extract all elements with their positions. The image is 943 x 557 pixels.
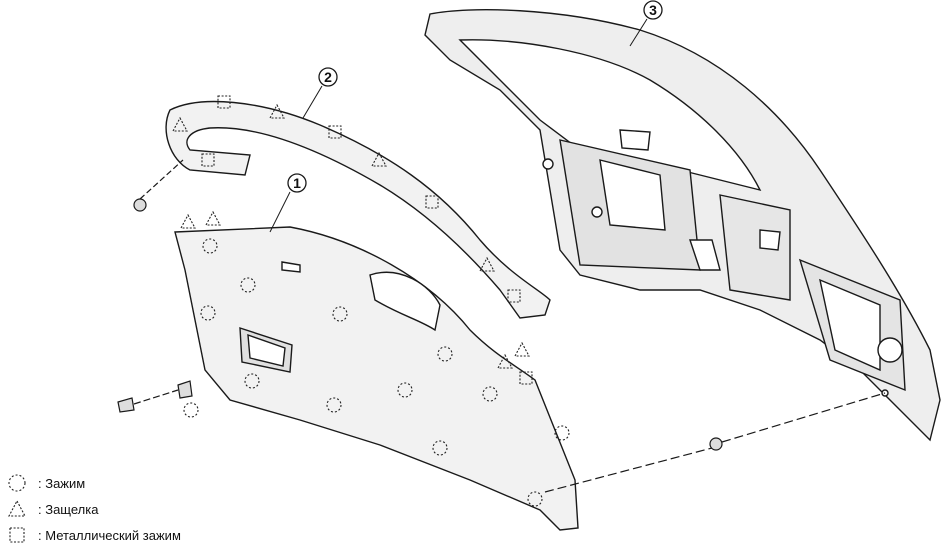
legend-label-metal-clip: : Металлический зажим — [38, 527, 181, 543]
clip-icon — [554, 425, 570, 441]
legend-item-clip: : Зажим — [6, 470, 326, 496]
screw-icon — [117, 380, 193, 413]
latch-icon — [180, 214, 196, 229]
callout-3-label: 3 — [649, 2, 657, 18]
callout-1: 1 — [269, 173, 307, 233]
latch-icon — [205, 211, 221, 226]
callout-1-label: 1 — [293, 175, 301, 191]
legend-item-metal-clip: : Металлический зажим — [6, 522, 326, 548]
legend-label-latch: : Защелка — [38, 501, 99, 517]
legend-label-clip: : Зажим — [38, 475, 86, 491]
latch-icon — [514, 342, 530, 357]
legend: : Зажим : Защелка : Металлический зажим — [6, 470, 326, 548]
upper-trim-strip — [165, 100, 551, 319]
callout-3: 3 — [629, 0, 663, 47]
legend-item-latch: : Защелка — [6, 496, 326, 522]
trim-panel — [174, 226, 579, 531]
callout-2: 2 — [302, 67, 338, 119]
back-door-inner-frame — [424, 9, 941, 442]
screw-icon — [133, 159, 184, 212]
clip-icon — [183, 402, 199, 418]
square-dashed-icon — [9, 527, 25, 543]
callout-2-label: 2 — [324, 69, 332, 85]
clip-fastener-icon — [544, 392, 886, 493]
triangle-dashed-icon — [8, 499, 26, 517]
circle-dashed-icon — [8, 474, 26, 492]
